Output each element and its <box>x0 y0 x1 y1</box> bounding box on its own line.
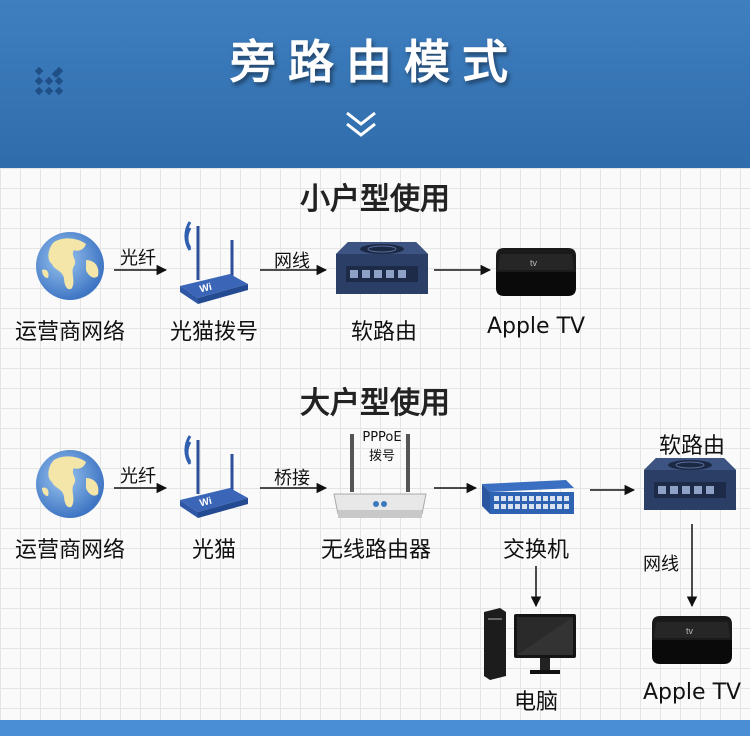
edge-label-fiber: 光纤 <box>120 248 156 269</box>
node-label-soft-router: 软路由 <box>350 320 418 345</box>
footer-bar <box>0 720 750 736</box>
header-banner <box>0 0 750 168</box>
node-label-modem-dial: 光猫拨号 <box>169 320 259 345</box>
edge-label-cable: 网线 <box>274 251 310 272</box>
node-label-apple-tv: Apple TV <box>486 314 586 339</box>
dial-text: 拨号 <box>368 449 395 464</box>
node-label-isp: 运营商网络 <box>14 538 126 563</box>
chevron-down-icon <box>346 111 376 137</box>
section-title-large: 大户型使用 <box>300 386 450 421</box>
pppoe-label: PPPoE 拨号 <box>352 428 412 466</box>
node-label-wireless-router: 无线路由器 <box>320 538 432 563</box>
node-label-isp: 运营商网络 <box>14 320 126 345</box>
dots-decoration-icon <box>34 66 64 96</box>
node-label-switch: 交换机 <box>502 538 570 563</box>
page-title: 旁路由模式 <box>230 35 520 89</box>
node-label-soft-router: 软路由 <box>658 434 726 459</box>
node-label-modem: 光猫 <box>191 538 237 563</box>
pppoe-text: PPPoE <box>362 430 402 445</box>
node-label-computer: 电脑 <box>513 690 559 715</box>
node-label-apple-tv: Apple TV <box>642 680 742 705</box>
edge-label-bridge: 桥接 <box>274 468 310 489</box>
section-title-small: 小户型使用 <box>300 182 450 217</box>
edge-label-cable: 网线 <box>643 554 679 575</box>
edge-label-fiber: 光纤 <box>120 466 156 487</box>
